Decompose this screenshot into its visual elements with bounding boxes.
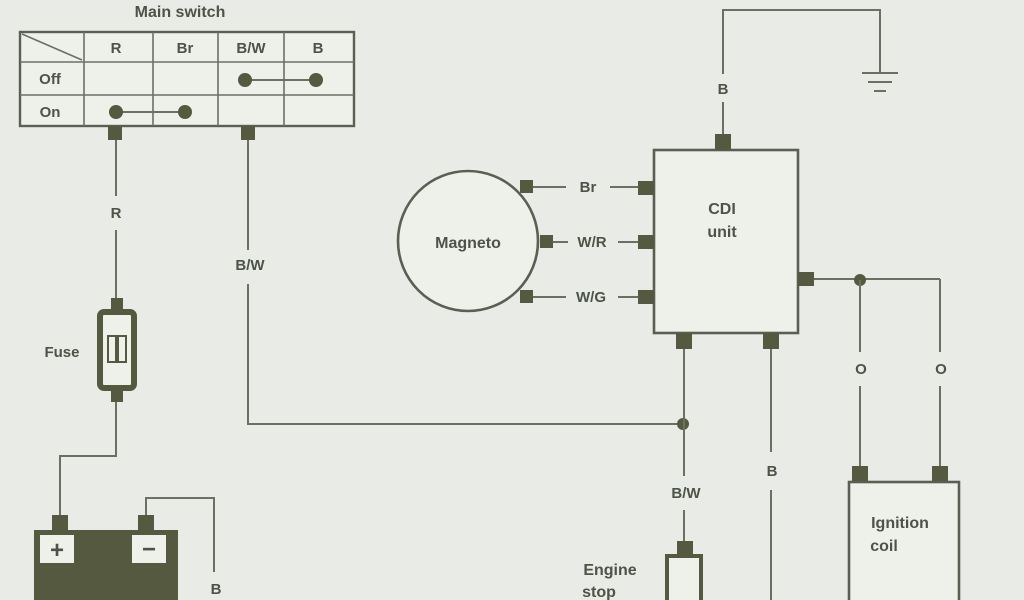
battery-plus-box <box>40 535 74 563</box>
r-circuit: R Fuse <box>44 140 137 516</box>
switch-off-contact-bw <box>238 73 252 87</box>
wire-label-bw-stop: B/W <box>671 485 701 502</box>
cdi-terminal-br <box>638 181 654 195</box>
battery-minus-symbol: − <box>142 536 156 563</box>
switch-on-contact-br <box>178 105 192 119</box>
switch-on-contact-r <box>109 105 123 119</box>
switch-row-label-on: On <box>40 104 61 121</box>
magneto-label: Magneto <box>435 235 501 252</box>
fuse-element-right <box>117 335 127 363</box>
ignition-coil-box <box>847 480 961 600</box>
wire-label-bw-switch: B/W <box>235 257 265 274</box>
battery-negative-wire <box>145 497 215 572</box>
magneto-terminal-br <box>520 180 533 193</box>
engine-stop-label-line1: Engine <box>583 562 636 579</box>
fuse-to-battery-wire <box>59 402 117 516</box>
switch-row-label-off: Off <box>39 71 62 88</box>
battery: + − B <box>34 497 222 600</box>
switch-terminal-r <box>108 126 122 140</box>
fuse-terminal-bottom <box>111 388 123 402</box>
cdi-label-line1: CDI <box>708 201 736 218</box>
battery-plus-symbol: + <box>50 537 64 564</box>
cdi-unit: CDI unit <box>638 134 814 349</box>
battery-terminal-minus <box>138 515 154 531</box>
magneto: Magneto Br W/R W/G <box>396 169 638 313</box>
cdi-ground-wire-upper <box>722 9 881 74</box>
ignition-coil: Ignition coil <box>847 466 961 600</box>
cdi-bottom-wires: B/W B <box>671 349 778 600</box>
engine-stop-label-line2: stop <box>582 584 616 600</box>
main-switch-title: Main switch <box>135 4 226 21</box>
switch-corner-diagonal <box>21 33 83 61</box>
bw-wire-to-junction <box>247 284 683 425</box>
main-switch-table: Main switch R Br B/W B Off On <box>18 4 356 140</box>
cdi-terminal-wg <box>638 290 654 304</box>
engine-stop-terminal <box>677 541 693 556</box>
wire-label-b-cdi: B <box>767 463 778 480</box>
engine-stop-switch: Engine stop <box>582 541 703 600</box>
cdi-terminal-bottom-right <box>763 333 779 349</box>
wire-label-br: Br <box>580 179 597 196</box>
cdi-terminal-right <box>798 272 814 286</box>
switch-off-contact-b <box>309 73 323 87</box>
wire-label-wr: W/R <box>577 234 606 251</box>
cdi-label-line2: unit <box>707 224 737 241</box>
wire-label-o-right: O <box>935 361 947 378</box>
battery-terminal-plus <box>52 515 68 531</box>
switch-terminal-bw <box>241 126 255 140</box>
wire-label-wg: W/G <box>576 289 606 306</box>
cdi-unit-box <box>652 148 800 335</box>
bw-circuit: B/W <box>235 140 689 430</box>
magneto-terminal-wr <box>540 235 553 248</box>
wire-label-o-left: O <box>855 361 867 378</box>
wire-label-b-ground: B <box>718 81 729 98</box>
ignition-label-line1: Ignition <box>871 515 929 532</box>
switch-col-header: R <box>111 40 122 57</box>
ignition-label-line2: coil <box>870 538 898 555</box>
wire-label-b-battery: B <box>211 581 222 598</box>
cdi-terminal-wr <box>638 235 654 249</box>
switch-col-header: Br <box>177 40 194 57</box>
cdi-ground: B <box>718 9 898 134</box>
switch-col-header: B <box>313 40 324 57</box>
battery-minus-box <box>132 535 166 563</box>
fuse-label: Fuse <box>44 344 79 361</box>
engine-stop-icon <box>665 554 703 600</box>
ignition-terminal-left <box>852 466 868 482</box>
fuse-terminal-top <box>111 298 123 312</box>
ignition-terminal-right <box>932 466 948 482</box>
cdi-to-ignition: O O <box>814 274 947 466</box>
switch-col-header: B/W <box>236 40 266 57</box>
fuse-element-left <box>107 335 117 363</box>
cdi-terminal-top <box>715 134 731 150</box>
cdi-terminal-bottom-left <box>676 333 692 349</box>
wire-label-r: R <box>111 205 122 222</box>
magneto-terminal-wg <box>520 290 533 303</box>
magneto-icon <box>396 169 540 313</box>
